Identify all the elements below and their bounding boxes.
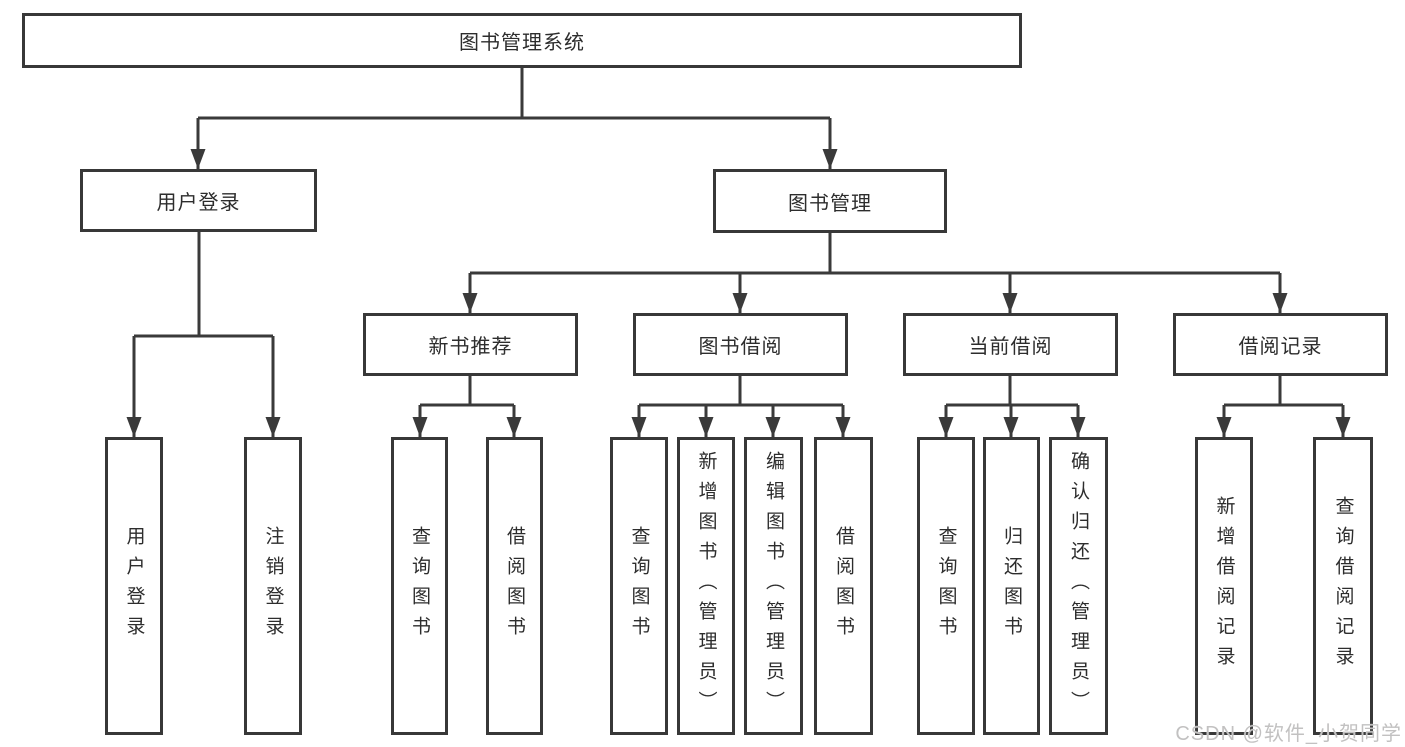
node-new-book-recommend-label: 新书推荐 (428, 336, 513, 358)
watermark: CSDN @软件_小贺同学 (1175, 723, 1402, 745)
node-root: 图书管理系统 (22, 13, 1022, 68)
leaf-logout: 注销登录 (244, 437, 302, 735)
node-current-borrow-label: 当前借阅 (968, 336, 1053, 358)
leaf-query-books-1-label: 查询图书 (409, 526, 430, 646)
node-book-borrow-label: 图书借阅 (698, 336, 783, 358)
leaf-confirm-return-admin: 确认归还（管理员） (1049, 437, 1108, 735)
node-borrow-records-label: 借阅记录 (1238, 336, 1323, 358)
leaf-query-borrow-record: 查询借阅记录 (1313, 437, 1373, 735)
leaf-add-books-admin: 新增图书（管理员） (677, 437, 735, 735)
node-book-borrow: 图书借阅 (633, 313, 848, 376)
leaf-return-books-label: 归还图书 (1001, 526, 1022, 646)
leaf-query-borrow-record-label: 查询借阅记录 (1332, 496, 1354, 676)
node-new-book-recommend: 新书推荐 (363, 313, 578, 376)
node-user-login-branch: 用户登录 (80, 169, 317, 232)
leaf-query-books-2-label: 查询图书 (628, 526, 650, 646)
leaf-edit-books-admin-label: 编辑图书（管理员） (763, 451, 784, 721)
leaf-user-login: 用户登录 (105, 437, 163, 735)
leaf-borrow-books-1: 借阅图书 (486, 437, 543, 735)
leaf-return-books: 归还图书 (983, 437, 1040, 735)
node-user-login-branch-label: 用户登录 (156, 192, 241, 214)
leaf-logout-label: 注销登录 (262, 526, 284, 646)
leaf-user-login-label: 用户登录 (123, 526, 145, 646)
node-current-borrow: 当前借阅 (903, 313, 1118, 376)
leaf-borrow-books-2: 借阅图书 (814, 437, 873, 735)
leaf-query-books-3: 查询图书 (917, 437, 975, 735)
leaf-add-books-admin-label: 新增图书（管理员） (695, 451, 717, 721)
leaf-add-borrow-record: 新增借阅记录 (1195, 437, 1253, 735)
node-book-management-branch: 图书管理 (713, 169, 947, 233)
node-borrow-records: 借阅记录 (1173, 313, 1388, 376)
leaf-add-borrow-record-label: 新增借阅记录 (1213, 496, 1235, 676)
leaf-confirm-return-admin-label: 确认归还（管理员） (1068, 451, 1089, 721)
node-root-label: 图书管理系统 (459, 32, 585, 54)
node-book-management-branch-label: 图书管理 (788, 192, 872, 215)
arrow-connectors (126, 118, 1351, 437)
leaf-query-books-2: 查询图书 (610, 437, 668, 735)
leaf-query-books-3-label: 查询图书 (935, 526, 957, 646)
leaf-borrow-books-2-label: 借阅图书 (833, 526, 854, 646)
leaf-borrow-books-1-label: 借阅图书 (504, 526, 525, 646)
leaf-query-books-1: 查询图书 (391, 437, 448, 735)
leaf-edit-books-admin: 编辑图书（管理员） (744, 437, 803, 735)
